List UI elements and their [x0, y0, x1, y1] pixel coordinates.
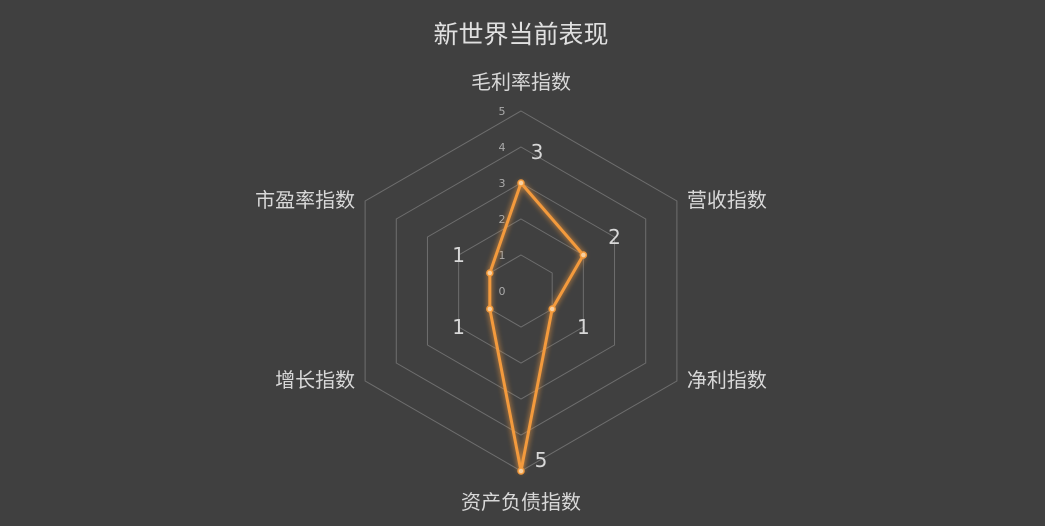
axis-label: 增长指数	[275, 368, 355, 392]
axis-label: 毛利率指数	[471, 70, 571, 94]
axis-label: 市盈率指数	[255, 188, 355, 212]
tick-label: 3	[499, 177, 506, 190]
tick-label: 1	[499, 249, 506, 262]
grid-ring-2	[458, 218, 584, 364]
tick-label: 5	[499, 105, 506, 118]
data-point	[486, 305, 494, 313]
tick-label: 4	[499, 141, 506, 154]
tick-label: 0	[499, 285, 506, 298]
data-label: 1	[452, 243, 465, 267]
grid-ring-5	[364, 110, 678, 472]
data-label: 1	[452, 315, 465, 339]
series-line	[488, 181, 585, 473]
chart-title: 新世界当前表现	[433, 20, 608, 49]
data-label: 1	[577, 315, 590, 339]
axis-label: 营收指数	[687, 188, 767, 212]
data-label: 3	[531, 140, 544, 164]
grid-ring-4	[395, 146, 647, 436]
tick-label: 2	[499, 213, 506, 226]
axis-label: 资产负债指数	[461, 490, 581, 514]
data-point	[517, 179, 525, 187]
data-label: 2	[608, 225, 621, 249]
data-label: 5	[535, 448, 548, 472]
grid-ring-3	[426, 182, 616, 400]
data-point	[548, 305, 556, 313]
axis-label: 净利指数	[687, 368, 767, 392]
data-point	[579, 251, 588, 259]
data-point	[486, 269, 494, 277]
data-point	[517, 467, 525, 475]
